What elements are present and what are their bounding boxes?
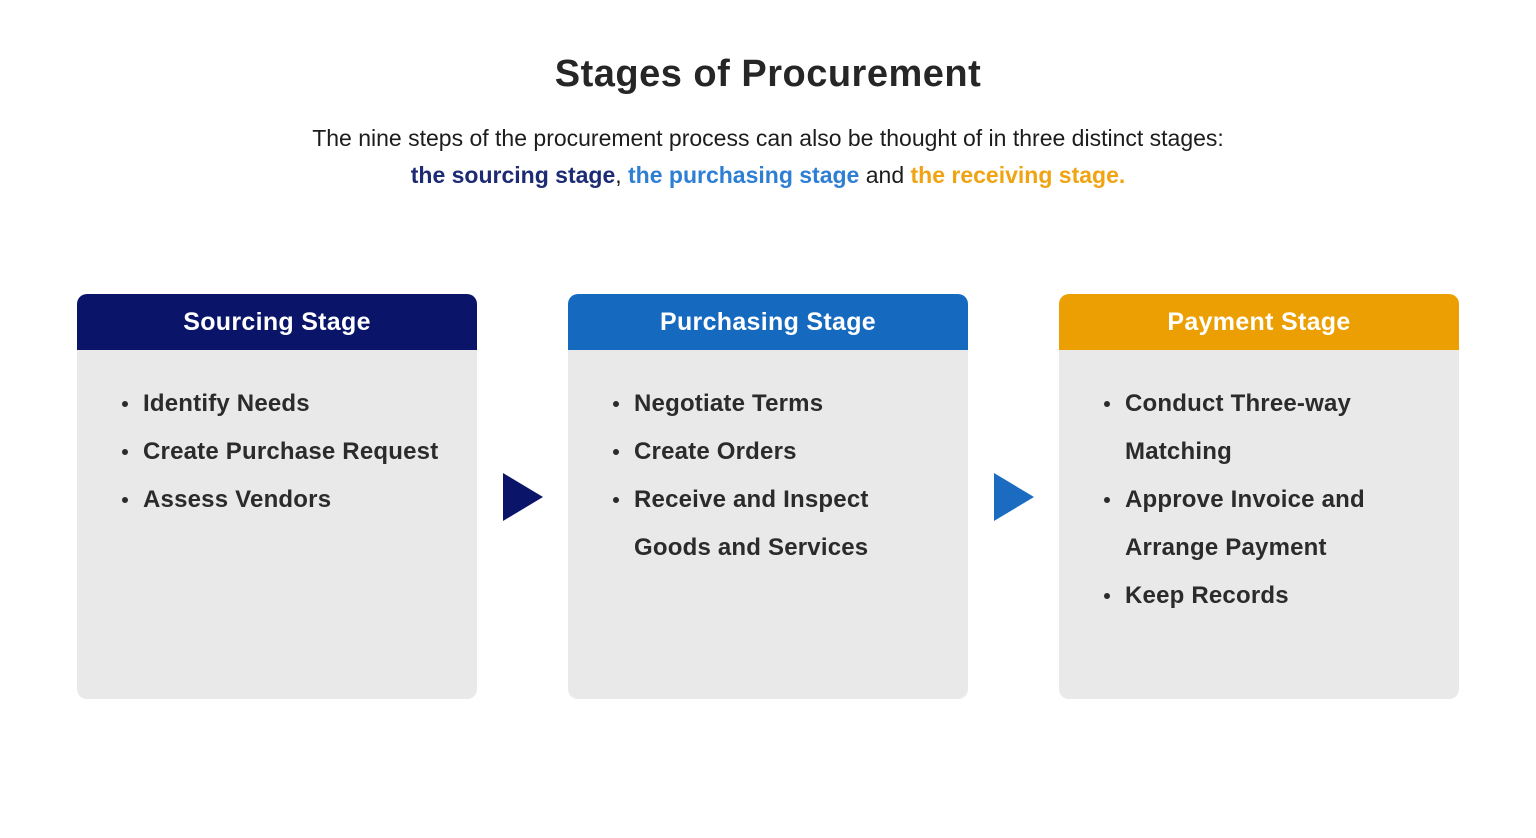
stage-item: Negotiate Terms xyxy=(611,380,935,428)
bullet-icon xyxy=(122,401,128,408)
stage-item-label: Receive and Inspect Goods and Services xyxy=(634,486,869,562)
sourcing-card-body: Identify Needs Create Purchase Request A… xyxy=(77,350,477,700)
arrow-cell xyxy=(968,294,1059,699)
stage-card-sourcing: Sourcing Stage Identify Needs Create Pur… xyxy=(77,294,477,700)
subtitle-line1: The nine steps of the procurement proces… xyxy=(312,124,1224,151)
stage-item: Approve Invoice and Arrange Payment xyxy=(1102,476,1426,572)
stage-item-label: Create Orders xyxy=(634,438,797,466)
stage-item: Assess Vendors xyxy=(120,476,444,524)
bullet-icon xyxy=(122,449,128,456)
payment-card-header: Payment Stage xyxy=(1059,294,1459,351)
stages-row: Sourcing Stage Identify Needs Create Pur… xyxy=(0,294,1536,700)
bullet-icon xyxy=(1104,497,1110,504)
phrase-purchasing-stage: the purchasing stage xyxy=(628,162,860,189)
stage-card-payment: Payment Stage Conduct Three-way Matching… xyxy=(1059,294,1459,700)
stage-item: Receive and Inspect Goods and Services xyxy=(611,476,935,572)
stage-item: Create Purchase Request xyxy=(120,428,444,476)
stage-item-label: Identify Needs xyxy=(143,390,310,418)
stage-item-label: Negotiate Terms xyxy=(634,390,824,418)
sourcing-card-header: Sourcing Stage xyxy=(77,294,477,351)
sourcing-card-title: Sourcing Stage xyxy=(183,307,371,336)
stage-card-purchasing: Purchasing Stage Negotiate Terms Create … xyxy=(568,294,968,700)
stage-item-label: Conduct Three-way Matching xyxy=(1125,390,1352,466)
stage-item: Keep Records xyxy=(1102,572,1426,620)
bullet-icon xyxy=(613,401,619,408)
phrase-receiving-stage: the receiving stage. xyxy=(910,162,1126,189)
arrow-cell xyxy=(477,294,568,699)
arrow-right-icon xyxy=(502,472,543,521)
stage-item-label: Assess Vendors xyxy=(143,486,332,514)
page-title: Stages of Procurement xyxy=(554,53,982,95)
purchasing-card-body: Negotiate Terms Create Orders Receive an… xyxy=(568,350,968,700)
phrase-sourcing-stage: the sourcing stage xyxy=(410,162,616,189)
arrow-right-icon xyxy=(993,472,1034,521)
payment-card-body: Conduct Three-way Matching Approve Invoi… xyxy=(1059,350,1459,700)
phrase-separator: , xyxy=(615,162,629,189)
stage-item: Create Orders xyxy=(611,428,935,476)
purchasing-card-header: Purchasing Stage xyxy=(568,294,968,351)
stage-item-label: Create Purchase Request xyxy=(143,438,439,466)
stage-item-label: Keep Records xyxy=(1125,582,1289,610)
sourcing-item-list: Identify Needs Create Purchase Request A… xyxy=(77,350,477,524)
phrase-conjunction: and xyxy=(859,162,911,189)
stage-item: Identify Needs xyxy=(120,380,444,428)
payment-item-list: Conduct Three-way Matching Approve Invoi… xyxy=(1059,350,1459,620)
bullet-icon xyxy=(1104,401,1110,408)
stage-item: Conduct Three-way Matching xyxy=(1102,380,1426,476)
bullet-icon xyxy=(613,449,619,456)
bullet-icon xyxy=(122,497,128,504)
subtitle-line2: the sourcing stage, the purchasing stage… xyxy=(0,161,1536,191)
purchasing-item-list: Negotiate Terms Create Orders Receive an… xyxy=(568,350,968,572)
purchasing-card-title: Purchasing Stage xyxy=(660,307,876,336)
stage-item-label: Approve Invoice and Arrange Payment xyxy=(1125,486,1365,562)
payment-card-title: Payment Stage xyxy=(1167,307,1351,336)
bullet-icon xyxy=(613,497,619,504)
bullet-icon xyxy=(1104,593,1110,600)
